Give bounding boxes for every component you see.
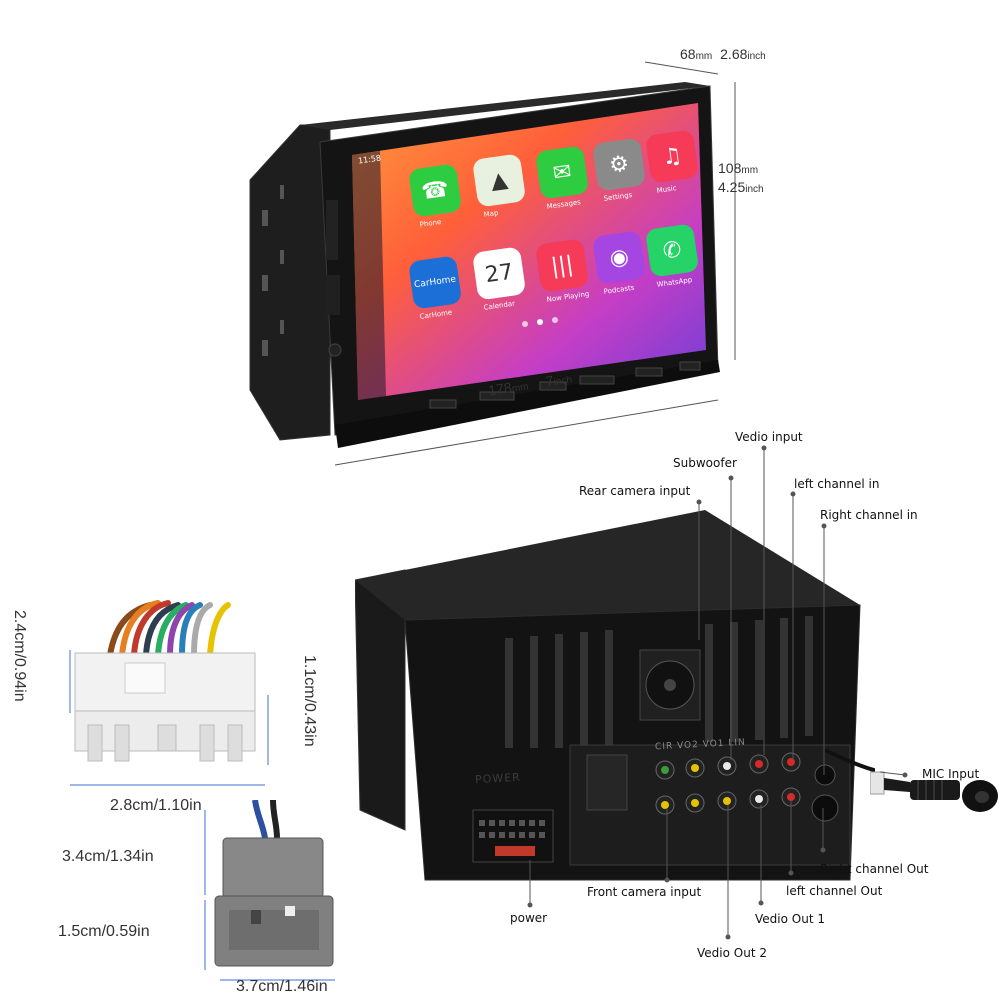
connector-large-inner-height: 1.1cm/0.43in [301,655,318,747]
label-vedio-out-2: Vedio Out 2 [697,946,767,960]
depth-in-value: 2.68 [720,46,748,62]
label-power: power [510,911,548,925]
height-dimension: 108mm 4.25inch [718,160,764,198]
label-vedio-input: Vedio input [735,430,803,444]
connector-large-width: 2.8cm/1.10in [110,797,202,814]
label-right-channel-in: Right channel in [820,508,918,522]
connector-large [60,595,290,795]
mic-plug [869,760,1000,820]
connector-small-height: 3.4cm/1.34in [62,848,154,865]
depth-mm-value: 68 [680,46,696,62]
head-unit-front: 11:58 ☎Phone▲Map✉Messages⚙Settings♫Music… [240,46,780,480]
head-unit-rear: POWER CIR VO2 VO1 LIN [354,510,916,890]
depth-in-unit: inch [747,51,766,62]
height-mm-unit: mm [741,165,759,176]
label-vedio-out-1: Vedio Out 1 [755,912,825,926]
connector-large-height: 2.4cm/0.94in [11,610,28,702]
depth-dimension: 68mm 2.68inch [680,46,766,62]
depth-mm-unit: mm [695,51,713,62]
label-rear-camera-input: Rear camera input [579,484,691,498]
connector-small-width: 3.7cm/1.46in [236,978,328,995]
label-front-camera-input: Front camera input [587,885,702,899]
label-mic-input: MIC Input [922,767,980,781]
rear-body [354,510,916,881]
height-mm-value: 108 [718,160,742,176]
connector-small [195,799,375,1000]
label-right-channel-out: Right channel Out [820,862,929,876]
height-in-value: 4.25 [718,179,746,195]
label-left-channel-in: left channel in [794,477,880,491]
height-in-unit: inch [745,184,764,195]
label-subwoofer: Subwoofer [673,456,737,470]
connector-small-inner-height: 1.5cm/0.59in [58,923,150,940]
label-left-channel-out: left channel Out [786,884,883,898]
